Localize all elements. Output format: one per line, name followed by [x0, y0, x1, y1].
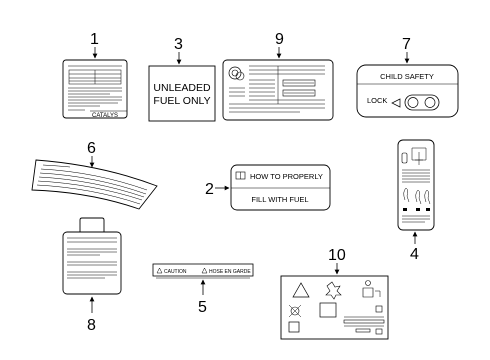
label-9-tire: 9	[222, 31, 334, 121]
caution-text: CAUTION	[164, 269, 187, 275]
callout-9: 9	[275, 31, 284, 48]
hose-en-garde-text: HOSE EN GARDE	[209, 269, 251, 275]
child-safety-text: CHILD SAFETY	[380, 72, 434, 81]
sun-icon	[290, 306, 300, 316]
callout-8: 8	[87, 317, 96, 334]
caution-triangle-icon-2	[201, 267, 208, 274]
catalyst-text: CATALYS	[92, 113, 118, 119]
child-seat-icon	[365, 280, 371, 286]
label-8-tag: 8	[62, 217, 122, 334]
label-1-emission: 1 CATALYS	[62, 31, 128, 119]
fill-with-fuel-text: FILL WITH FUEL	[251, 195, 308, 204]
label-7-child-safety: 7 CHILD SAFETY LOCK	[356, 36, 459, 118]
unleaded-line2: FUEL ONLY	[153, 95, 210, 107]
callout-3: 3	[174, 36, 183, 53]
caution-triangle-icon	[156, 267, 163, 274]
label-10-warning-symbols: 10	[280, 247, 389, 340]
label-4-vertical: 4	[397, 139, 435, 263]
label-3-unleaded-fuel: 3 UNLEADED FUEL ONLY	[148, 36, 216, 122]
label-2-fuel-instructions: 2 HOW TO PROPERLY FILL WITH FUEL	[205, 164, 331, 211]
callout-6: 6	[87, 140, 96, 157]
how-to-properly-text: HOW TO PROPERLY	[250, 172, 323, 181]
unleaded-line1: UNLEADED	[153, 82, 211, 94]
label-5-caution-strip: CAUTION HOSE EN GARDE 5	[152, 263, 254, 316]
callout-2: 2	[205, 181, 214, 198]
callout-7: 7	[402, 36, 411, 53]
label-6-visor-curved: 6	[31, 140, 158, 210]
warning-triangle-icon	[292, 282, 310, 298]
callout-1: 1	[90, 31, 99, 48]
airbag-burst-icon	[325, 281, 342, 300]
lock-arrow-icon	[391, 98, 401, 108]
lock-text: LOCK	[367, 96, 387, 105]
callout-10: 10	[328, 247, 346, 264]
callout-5: 5	[198, 299, 207, 316]
callout-4: 4	[410, 246, 419, 263]
